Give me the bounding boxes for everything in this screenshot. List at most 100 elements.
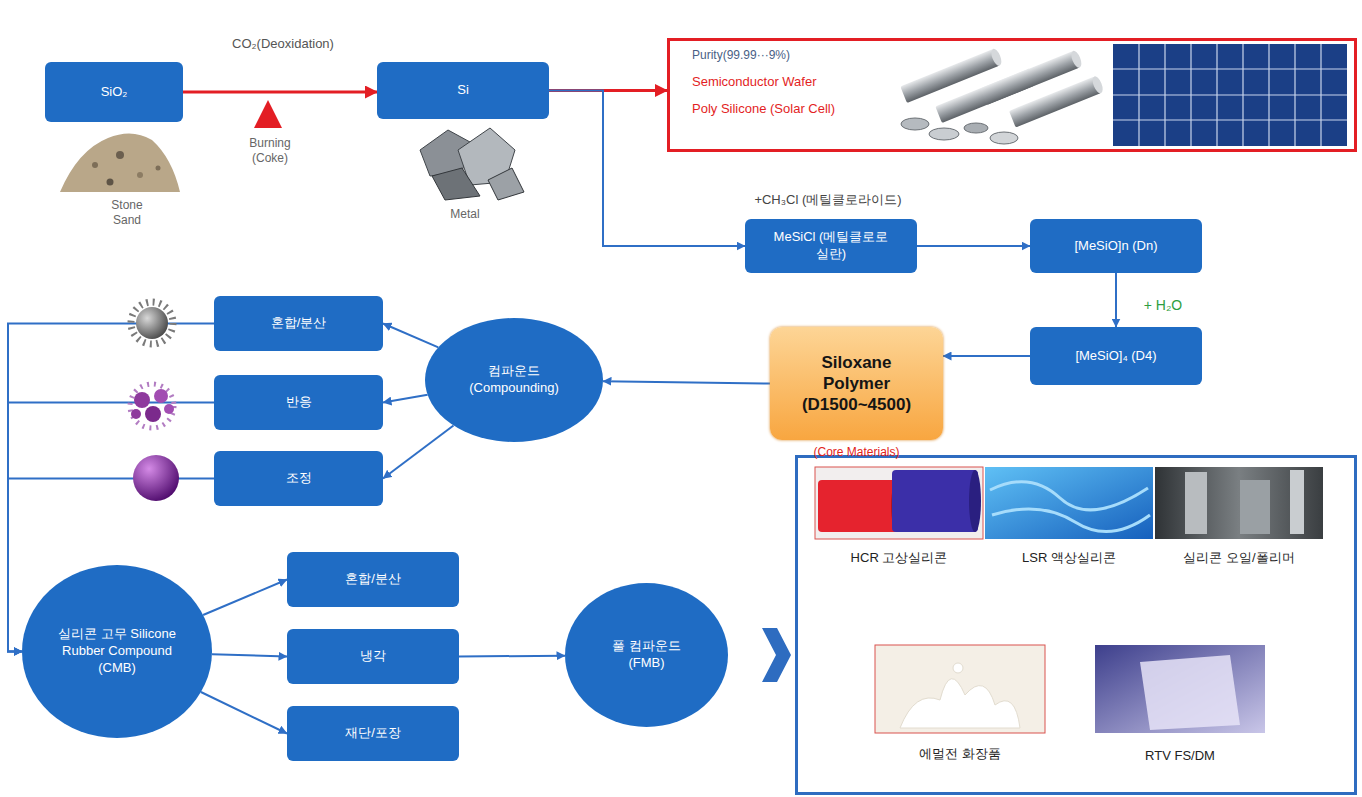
node-label: Poly Silicone (Solar Cell) (692, 101, 897, 116)
silicon-ingots (900, 47, 1104, 144)
solar-panel (1113, 44, 1347, 146)
flow-connector (203, 580, 287, 616)
node-label: MeSiCl (메틸클로로실란) (774, 229, 889, 263)
photo-frame (985, 467, 1153, 539)
flow-connector (603, 381, 770, 383)
edge-label: CO₂(Deoxidation) (213, 36, 353, 52)
sand-grain (92, 162, 98, 168)
blue-roll-end (969, 470, 981, 532)
product-tile: HCR 고상실리콘 (815, 467, 983, 567)
process-circle: 컴파운드 (Compounding) (425, 318, 603, 442)
product-tile: 실리콘 오일/폴리머 (1155, 467, 1323, 567)
hcr-photo (815, 467, 983, 539)
machine-part (1240, 480, 1270, 534)
particle-core (136, 307, 168, 339)
flow-connector (459, 655, 565, 658)
oil-photo (1155, 467, 1323, 539)
node-label: Semiconductor Wafer (692, 74, 897, 89)
sand-pile (60, 133, 180, 192)
rtv-block (1140, 655, 1240, 730)
node-label: 반응 (286, 394, 312, 411)
edge-label: +CH₃Cl (메틸클로라이드) (716, 192, 940, 208)
node-label: SiO₂ (101, 84, 128, 101)
node-label: [MeSiO]n (Dn) (1074, 238, 1157, 255)
emulsion-photo (875, 645, 1045, 733)
photo-frame (1155, 467, 1323, 539)
node-label: [MeSiO]₄ (D4) (1075, 348, 1156, 365)
photo-frame (875, 645, 1045, 733)
process-box: 재단/포장 (287, 706, 459, 761)
product-caption: 에멀전 화장품 (919, 745, 1001, 763)
chevron-arrow (762, 628, 791, 682)
wafer (901, 118, 929, 130)
product-caption: 실리콘 오일/폴리머 (1183, 549, 1294, 567)
molecule-atom (134, 392, 150, 408)
metal-chunk (432, 168, 480, 200)
process-box: 혼합/분산 (214, 296, 383, 351)
process-box: 혼합/분산 (287, 552, 459, 607)
process-circle: 실리콘 고무 Silicone Rubber Compound (CMB) (22, 565, 212, 738)
particle-spikes (131, 302, 173, 344)
image-caption: Stone Sand (103, 198, 151, 228)
sand-shape (60, 133, 180, 192)
burning-triangle (254, 100, 282, 128)
node-label: Purity(99.99···9%) (692, 48, 897, 62)
flow-connector (943, 355, 1030, 357)
flow-connector (1115, 273, 1117, 327)
process-box: [MeSiO]n (Dn) (1030, 219, 1202, 273)
product-group: HCR 고상실리콘 LSR 액상실리콘 실리콘 오일/폴리머에멀전 화장품 RTV F… (795, 455, 1357, 795)
metal-chunk (488, 168, 524, 200)
product-tile: 에멀전 화장품 (875, 645, 1045, 763)
machine-part (1290, 470, 1304, 534)
purple-sphere-icon (133, 455, 179, 501)
molecule-halo (130, 384, 174, 428)
product-tile: LSR 액상실리콘 (985, 467, 1153, 567)
milk-splash (900, 679, 1020, 728)
sand-grain (156, 166, 161, 171)
node-label: (Core Materials) (770, 445, 943, 460)
molecule-atom (145, 406, 161, 422)
flow-connector (201, 692, 287, 734)
flow-connector (212, 654, 287, 656)
image-caption: Metal (430, 207, 500, 222)
process-arrow (183, 91, 377, 94)
edge-label: + H₂O (1128, 297, 1198, 315)
sand-grain (116, 151, 124, 159)
process-circle: 풀 컴파운드 (FMB) (565, 583, 728, 727)
node-label: 컴파운드 (Compounding) (459, 363, 569, 397)
wafer (990, 132, 1018, 144)
blue-roll (892, 470, 978, 532)
molecule-atom (154, 389, 168, 403)
node-label: 실리콘 고무 Silicone Rubber Compound (CMB) (58, 626, 176, 677)
process-box: [MeSiO]₄ (D4) (1030, 327, 1202, 385)
product-panel: Purity(99.99···9%) Semiconductor WaferPol… (667, 38, 1357, 152)
ingot-end (1091, 75, 1105, 95)
fabric-folds (990, 482, 1150, 532)
machine-part (1185, 472, 1207, 534)
filler-particle-icon (131, 302, 173, 344)
node-label: Si (457, 82, 469, 99)
ingot-body (1009, 76, 1101, 127)
core-material-box: Siloxane Polymer (D1500~4500)(Core Mater… (770, 327, 943, 440)
sand-grain (137, 172, 143, 178)
process-box: 반응 (214, 375, 383, 430)
node-label: 재단/포장 (345, 725, 401, 742)
product-caption: HCR 고상실리콘 (851, 549, 948, 567)
node-label: 혼합/분산 (271, 315, 327, 332)
product-tile: RTV FS/DM (1095, 645, 1265, 763)
metal-chunks (420, 128, 524, 200)
image-caption: Burning (Coke) (234, 136, 306, 166)
ingot (1009, 75, 1105, 128)
panel-grid (1113, 44, 1347, 146)
process-box: SiO₂ (45, 62, 183, 122)
milk-drop (953, 663, 963, 673)
node-label: 조정 (286, 470, 312, 487)
product-caption: LSR 액상실리콘 (1022, 549, 1116, 567)
node-label: 냉각 (360, 648, 386, 665)
ingot-end (989, 47, 1003, 67)
sand-grain (107, 179, 114, 186)
flow-connector (917, 245, 1030, 247)
molecule-icon (130, 384, 174, 428)
node-label: Siloxane Polymer (D1500~4500) (789, 352, 924, 416)
